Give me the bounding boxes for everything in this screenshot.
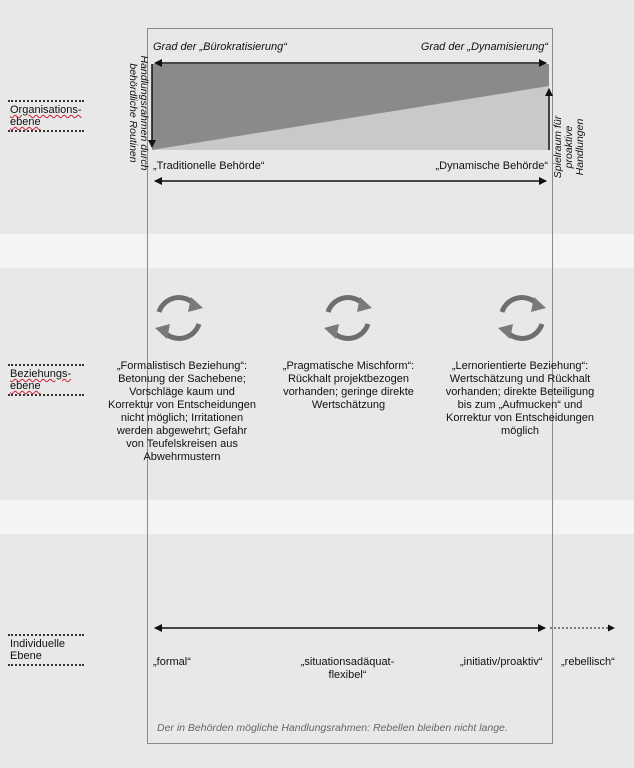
label-handlungsrahmen: Handlungsrahmen durch behördliche Routin… xyxy=(127,55,150,171)
caption: Der in Behörden mögliche Handlungsrahmen… xyxy=(157,722,508,734)
level-dots-bottom xyxy=(8,130,84,132)
level-label-ind: Individuelle Ebene xyxy=(10,638,66,662)
level-organisation: Organisations- ebene xyxy=(8,100,88,132)
text-formalistisch: „Formalistisch Beziehung“: Betonung der … xyxy=(108,360,256,463)
label-buerokratisierung: Grad der „Bürokratisierung“ xyxy=(153,41,287,53)
label-formal: „formal“ xyxy=(153,656,191,668)
band-separator-1 xyxy=(0,234,634,268)
level-dots-top xyxy=(8,100,84,102)
level-dots-bottom xyxy=(8,394,84,396)
cycle-icon-middle xyxy=(324,295,372,341)
level-dots-top xyxy=(8,634,84,636)
diagram-frame xyxy=(147,28,553,744)
label-traditionelle-behoerde: „Traditionelle Behörde“ xyxy=(153,160,265,172)
level-individuell: Individuelle Ebene xyxy=(8,634,88,666)
level-label-org: Organisations- ebene xyxy=(10,104,82,128)
buerokratisierung-wedge xyxy=(152,64,549,150)
text-lernorientiert: „Lernorientierte Beziehung“: Wertschätzu… xyxy=(445,360,595,437)
cycle-icon-left xyxy=(155,295,203,341)
label-initiativ: „initiativ/proaktiv“ xyxy=(460,656,543,668)
level-dots-top xyxy=(8,364,84,366)
band-separator-2 xyxy=(0,500,634,534)
text-pragmatisch: „Pragmatische Mischform“: Rückhalt proje… xyxy=(282,360,415,411)
label-rebellisch: „rebellisch“ xyxy=(561,656,615,668)
cycle-icon-right xyxy=(498,295,546,341)
level-dots-bottom xyxy=(8,664,84,666)
label-dynamische-behoerde: „Dynamische Behörde“ xyxy=(435,160,549,172)
level-beziehung: Beziehungs- ebene xyxy=(8,364,88,396)
label-dynamisierung: Grad der „Dynamisierung“ xyxy=(420,41,548,53)
label-situationsadaequat: „situationsadäquat- flexibel“ xyxy=(300,656,395,681)
label-spielraum: Spielraum für proaktive Handlungen xyxy=(552,115,586,179)
level-label-rel: Beziehungs- ebene xyxy=(10,368,72,392)
